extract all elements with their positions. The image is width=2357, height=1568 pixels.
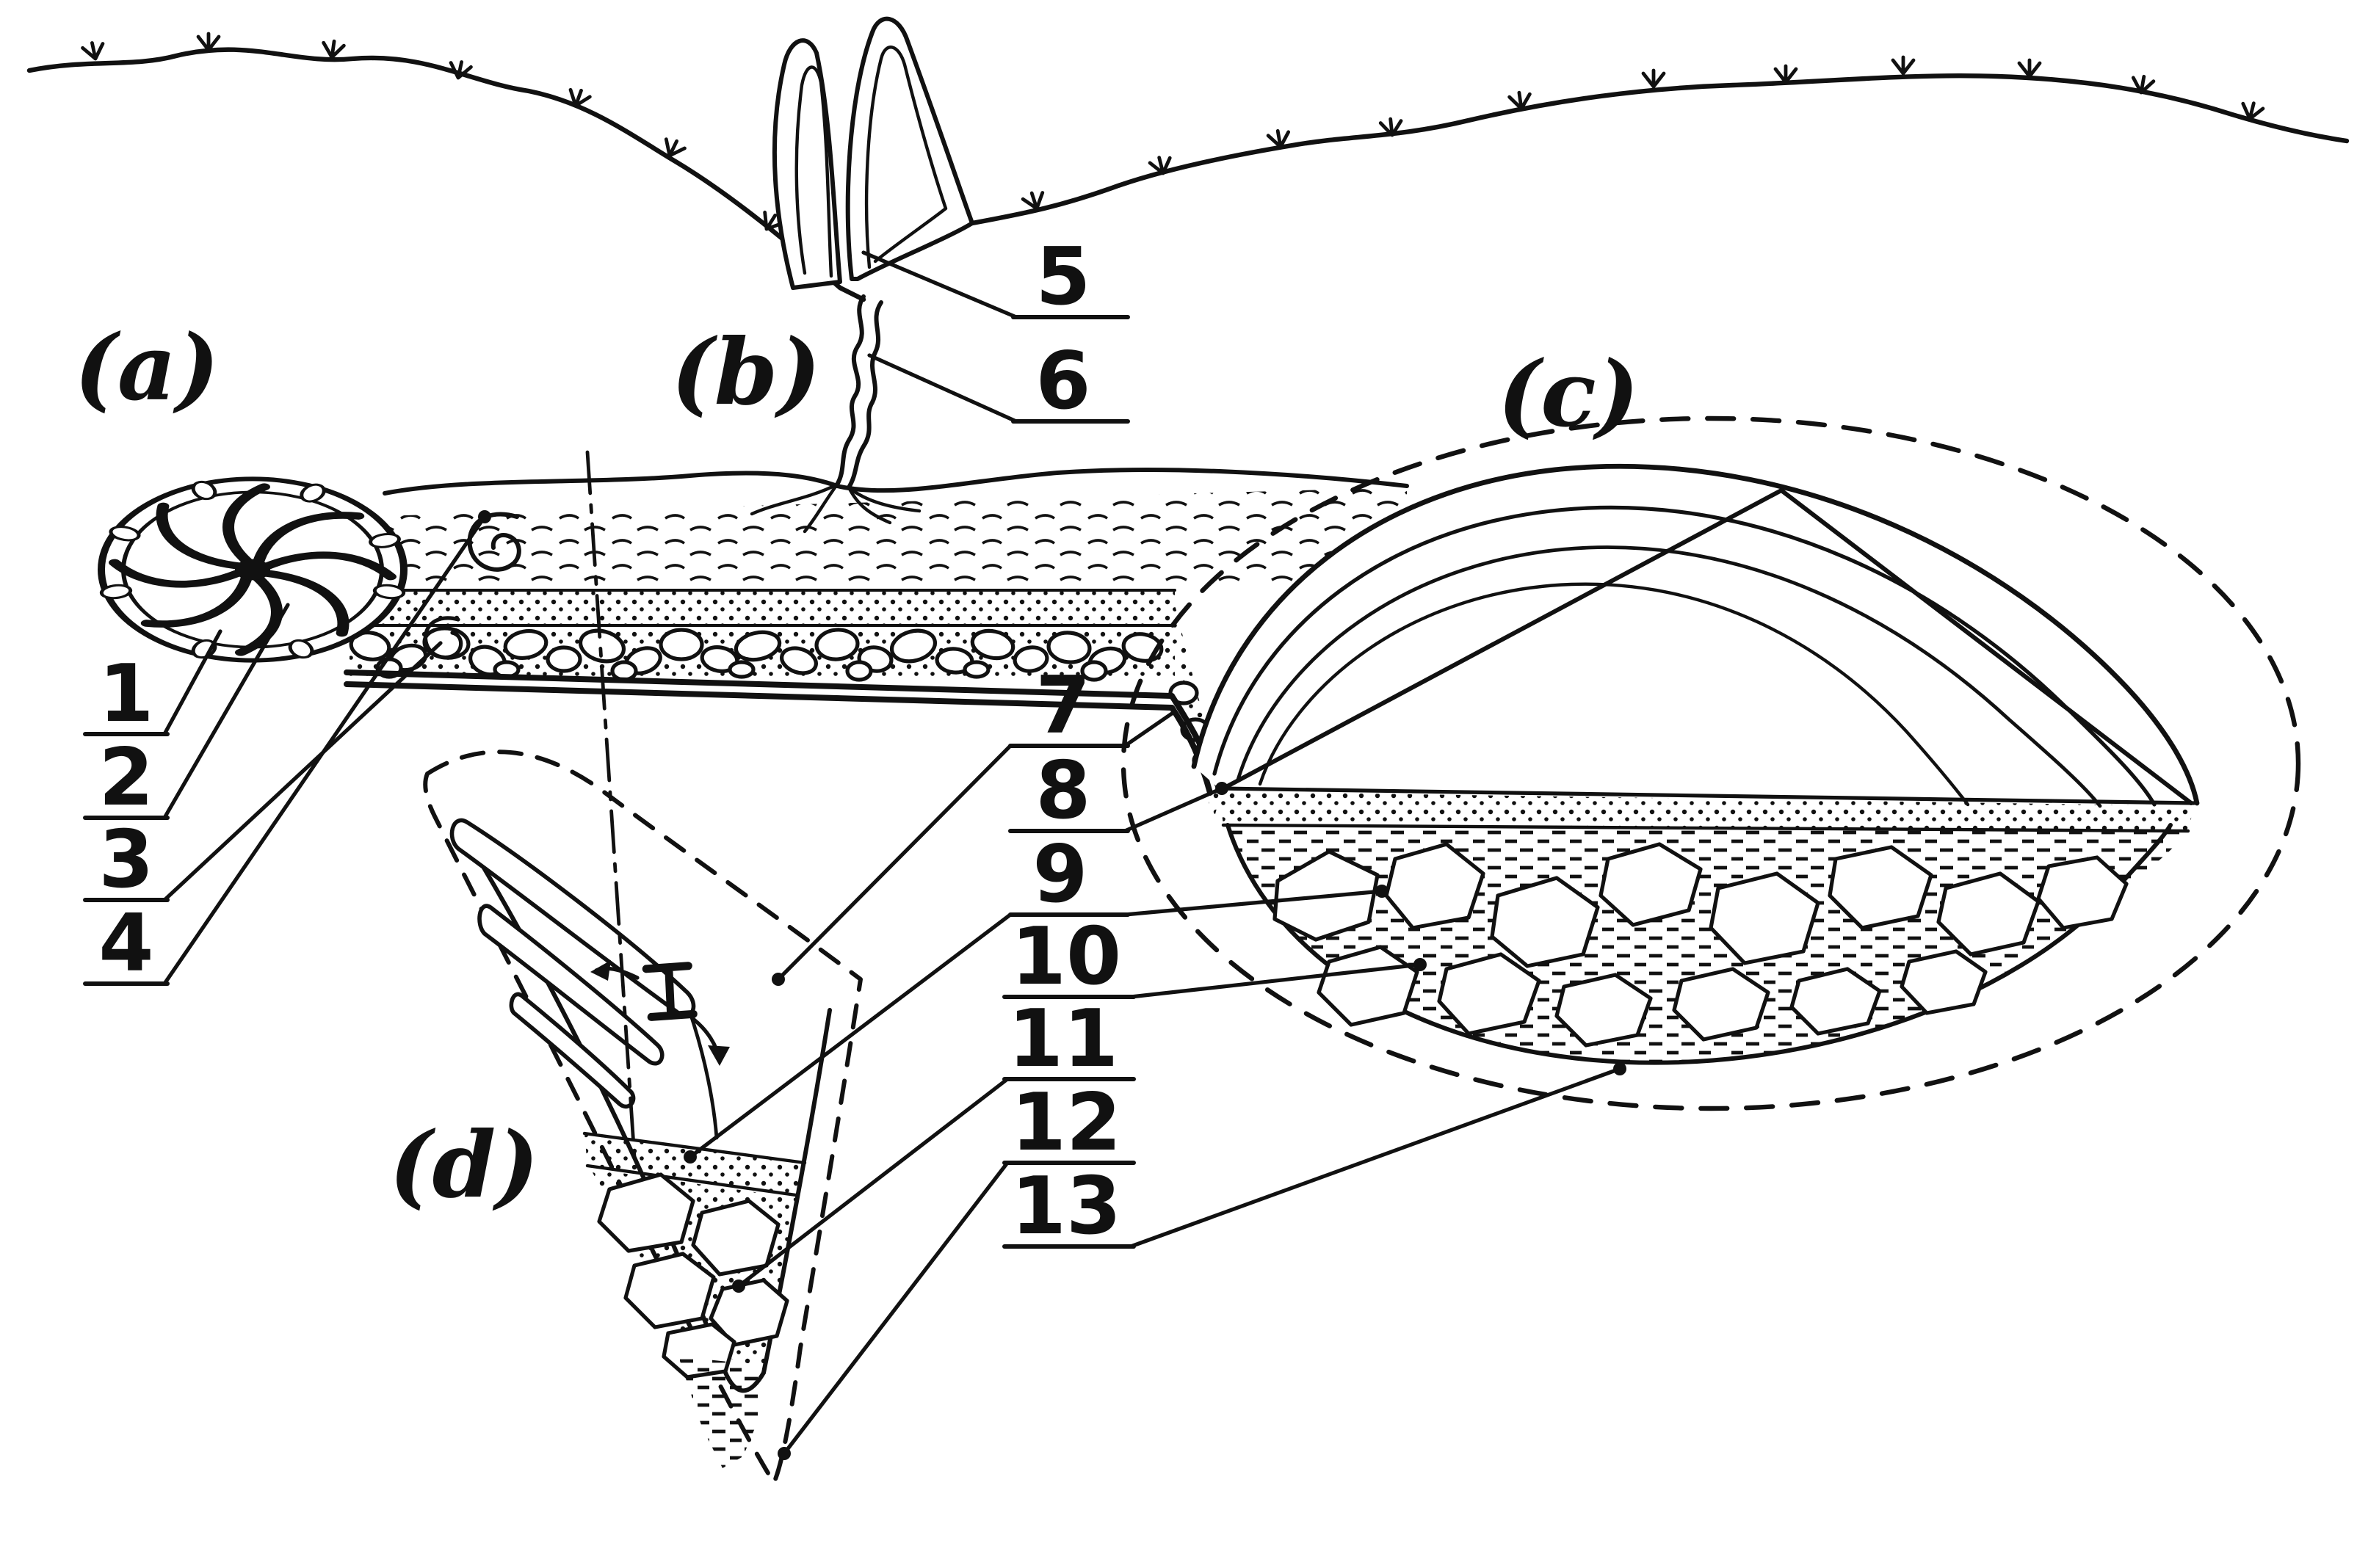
panel-label-a: (a)	[74, 315, 220, 421]
leader-line	[736, 1077, 1010, 1288]
callout-1: 1	[98, 648, 153, 740]
leader-line	[162, 603, 290, 820]
sediment-fill	[352, 487, 1407, 590]
panel-label-c: (c)	[1498, 341, 1640, 448]
rim-pebbles	[99, 480, 406, 659]
panel-a-cross-section	[98, 476, 408, 663]
callout-dot	[732, 1280, 745, 1293]
panel-label-b: (b)	[671, 319, 821, 426]
terrain-surface	[26, 34, 2350, 302]
callout-11: 11	[1008, 993, 1118, 1085]
breakdown-blocks	[1272, 842, 2129, 1048]
panel-d-funnel	[423, 450, 863, 1485]
eddy-curls	[423, 512, 521, 660]
chamber-dome-arcs	[1191, 463, 2200, 808]
callout-9: 9	[1032, 829, 1087, 921]
axis-dash-dot-line	[585, 450, 637, 1159]
chamber-bedding-wedge	[1221, 488, 2193, 805]
callout-7: 7	[1035, 660, 1090, 752]
callout-12: 12	[1011, 1077, 1121, 1169]
arrow-down-icon	[708, 1045, 730, 1066]
callout-dot	[684, 1150, 697, 1164]
leader-line	[861, 250, 1018, 319]
leader-line	[867, 353, 1018, 424]
callout-dot	[778, 1447, 791, 1460]
callout-2: 2	[98, 732, 153, 824]
funnel-bottom-fill	[678, 1357, 764, 1468]
funnel-block-zone	[590, 1169, 796, 1379]
leader-line	[688, 912, 1013, 1159]
grass-tufts	[82, 34, 2264, 234]
leader-line	[162, 641, 443, 902]
leader-line	[782, 1161, 1010, 1456]
leader-line	[1123, 889, 1384, 917]
leader-dots	[478, 510, 1626, 1460]
leader-line	[162, 515, 487, 986]
callout-dot	[1215, 782, 1228, 795]
callout-3: 3	[98, 814, 153, 906]
leader-line	[1129, 1067, 1622, 1249]
callout-13: 13	[1011, 1161, 1121, 1252]
leader-line	[162, 629, 222, 736]
callout-underlines	[83, 315, 1136, 1249]
passage-roof-line	[383, 468, 1409, 496]
cobble-layer	[349, 626, 1220, 772]
callout-dot	[772, 973, 785, 986]
leader-line	[1123, 711, 1174, 748]
callout-6: 6	[1035, 335, 1090, 427]
arrow-left-icon	[590, 960, 611, 981]
callout-8: 8	[1035, 745, 1090, 837]
panel-c-chamber	[1120, 415, 2301, 1111]
main-passage	[344, 468, 1409, 822]
surface-plumes	[772, 16, 974, 290]
leader-lines	[162, 250, 1622, 1456]
rock-slabs	[449, 818, 696, 1109]
chamber-breakdown-zone	[1223, 823, 2188, 1065]
callout-dot	[1613, 1062, 1626, 1075]
leader-line	[776, 744, 1013, 981]
leader-line	[1123, 786, 1224, 833]
callout-10: 10	[1011, 911, 1121, 1003]
panel-label-d: (d)	[389, 1112, 539, 1219]
callout-dot	[1413, 958, 1427, 971]
vortex-blades	[109, 483, 397, 656]
beam-symbol	[590, 960, 730, 1066]
callout-5: 5	[1035, 231, 1090, 323]
funnel-sand-band	[582, 1131, 807, 1197]
callout-dot	[478, 510, 491, 523]
sand-band	[351, 589, 1222, 822]
callout-4: 4	[98, 898, 153, 990]
panel-c-dashed-outline	[1120, 415, 2301, 1111]
callout-dot	[1375, 885, 1389, 898]
leader-line	[1129, 962, 1422, 999]
vortex-hub	[235, 559, 270, 581]
